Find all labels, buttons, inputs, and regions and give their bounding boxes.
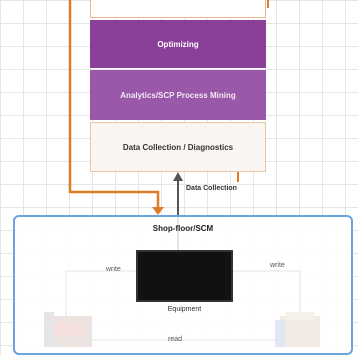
orange-flow-line <box>68 0 160 212</box>
equipment-box[interactable] <box>136 250 233 302</box>
layer-data-collection-label: Data Collection / Diagnostics <box>122 142 234 152</box>
orange-flow-arrowhead <box>152 207 164 215</box>
layer-analytics[interactable]: Analytics/SCP Process Mining <box>90 70 266 120</box>
equipment-label: Equipment <box>167 306 202 313</box>
data-collection-arrowhead <box>173 172 183 181</box>
bottom-link-label: read <box>168 336 183 343</box>
data-collection-arrow-label: Data Collection <box>186 185 237 192</box>
layer-analytics-label: Analytics/SCP Process Mining <box>120 90 236 100</box>
layer-optimizing-label: Optimizing <box>157 39 199 49</box>
left-link-label: write <box>106 266 121 273</box>
top-layer-strip <box>90 0 266 18</box>
shop-floor-title: Shop-floor/SCM <box>152 224 214 233</box>
layer-data-collection[interactable]: Data Collection / Diagnostics <box>90 122 266 172</box>
layer-optimizing[interactable]: Optimizing <box>90 20 266 68</box>
right-link-label: write <box>270 262 285 269</box>
